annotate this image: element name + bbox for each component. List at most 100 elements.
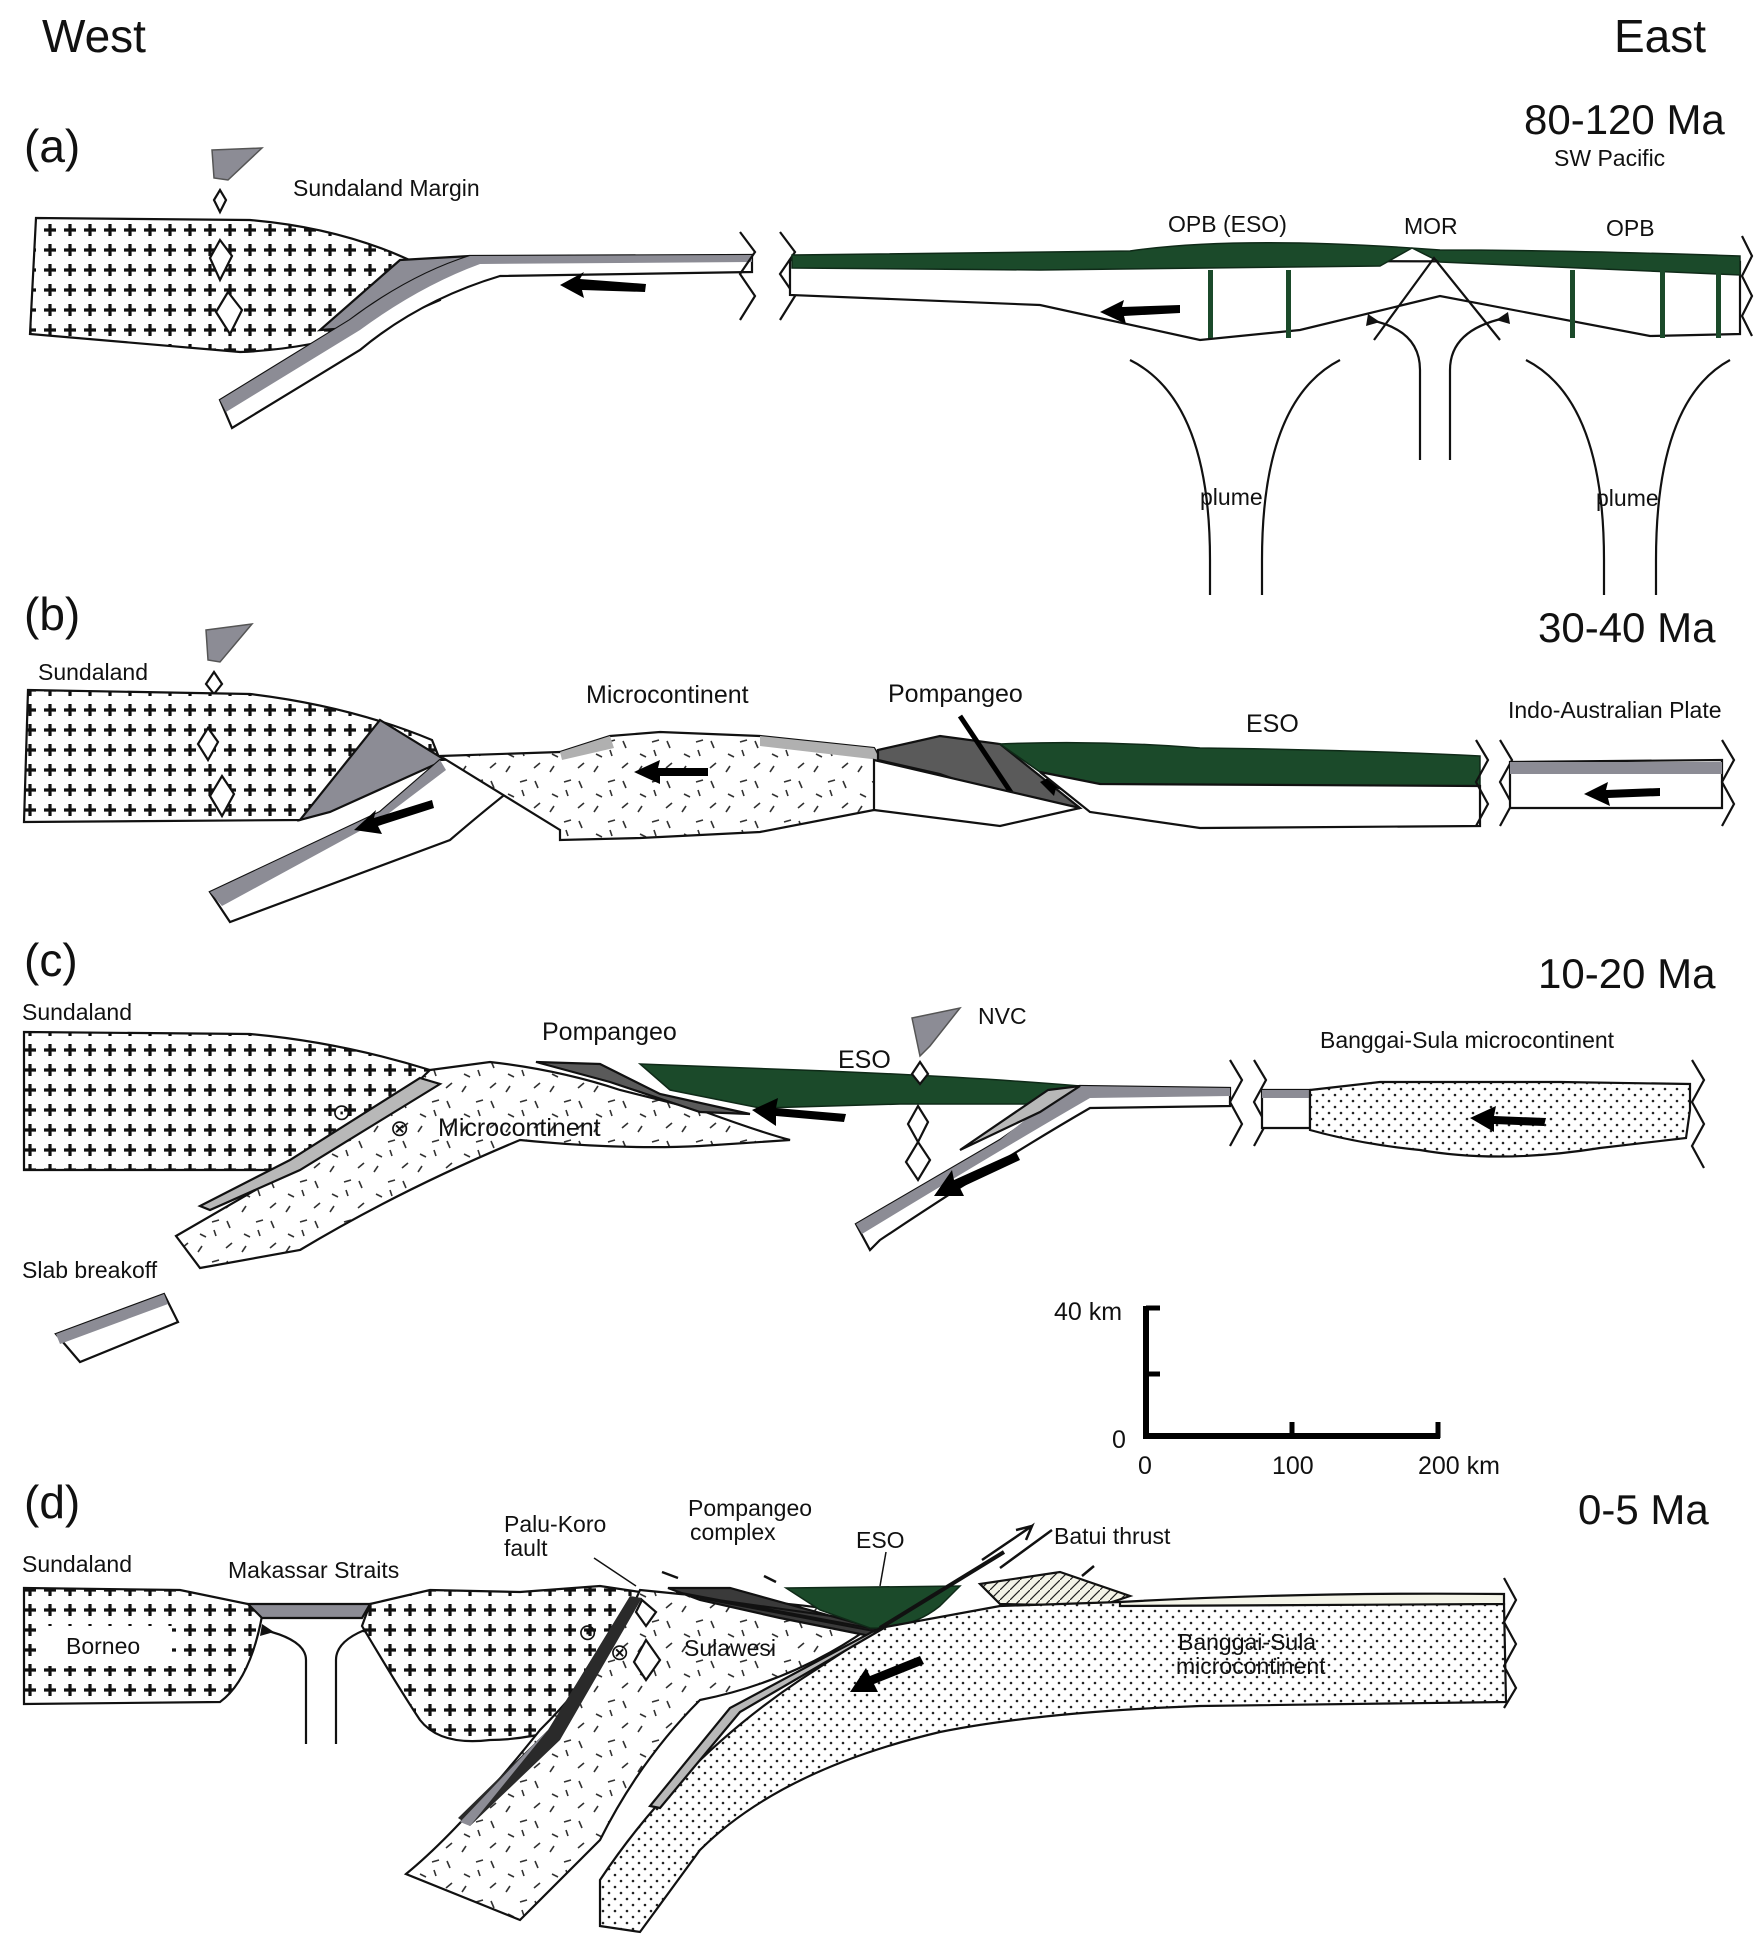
dextral-symbol-icon: ⊗ — [390, 1115, 409, 1141]
batui-thrust-fault — [878, 1550, 1006, 1630]
nvc-label: NVC — [978, 1003, 1027, 1029]
sinistral-symbol-icon: ⊙ — [578, 1619, 597, 1645]
mor-label: MOR — [1404, 213, 1458, 239]
dike — [1660, 270, 1665, 338]
panel-c: (c) 10-20 Ma Sundaland ⊙ ⊗ P — [22, 934, 1716, 1364]
break-symbol-icon — [738, 231, 757, 321]
surface-sediments — [1118, 1592, 1506, 1608]
borneo-label-box — [44, 1626, 172, 1666]
magma-lens-icon — [906, 1103, 930, 1145]
mor-upwelling — [1373, 256, 1501, 341]
banggai-sula-label: microcontinent — [1176, 1653, 1326, 1679]
sulawesi-label: Sulawesi — [684, 1635, 776, 1661]
arrowhead-icon — [1496, 312, 1510, 324]
slab-crust-layer — [210, 760, 446, 906]
sinistral-symbol-icon: ⊙ — [332, 1099, 351, 1125]
scale-hmax-label: 200 km — [1418, 1452, 1500, 1480]
panel-d-age: 0-5 Ma — [1578, 1486, 1709, 1533]
volcano-icon — [211, 147, 264, 181]
slab-crust-layer — [856, 1086, 1230, 1234]
magma-lens-icon — [196, 726, 220, 763]
plume-label: plume — [1200, 484, 1263, 510]
eso-ophiolite — [997, 741, 1481, 787]
plate-motion-arrow-icon — [354, 800, 434, 834]
opb-label: OPB — [1606, 215, 1655, 241]
accretion-wedge — [760, 736, 880, 760]
eso-label: ESO — [856, 1527, 905, 1553]
pompangeo-label: complex — [690, 1519, 776, 1545]
magma-lens-icon — [208, 773, 236, 819]
plate-motion-arrow-icon — [634, 760, 708, 784]
panel-c-age: 10-20 Ma — [1538, 950, 1716, 997]
volcano-conduit-icon — [204, 670, 224, 696]
batui-thrust-arrows-icon — [981, 1522, 1053, 1570]
dike — [1570, 270, 1575, 338]
magma-lens-icon — [208, 237, 234, 283]
accretion-wedge — [297, 718, 448, 822]
makassar-upwelling — [263, 1626, 371, 1744]
panel-d: (d) 0-5 Ma Sundaland Makassar Straits Bo… — [22, 1476, 1709, 1934]
makassar-label: Makassar Straits — [228, 1557, 399, 1583]
plate-motion-arrow-icon — [752, 1098, 846, 1126]
accretion-wedge — [560, 736, 614, 760]
indo-australian-label: Indo-Australian Plate — [1508, 697, 1722, 723]
volcano-icon — [205, 623, 254, 663]
west-label: West — [42, 10, 146, 62]
scale-bar: 40 km 0 0 100 200 km — [1054, 1298, 1500, 1480]
arrowhead-icon — [1366, 314, 1380, 326]
pompangeo-label: Pompangeo — [888, 680, 1023, 708]
panel-b: (b) 30-40 Ma Sundaland Microcon — [22, 588, 1736, 924]
break-symbol-icon — [1502, 1577, 1518, 1709]
opb-eso-label: OPB (ESO) — [1168, 211, 1287, 237]
dextral-symbol-icon: ⊗ — [610, 1639, 629, 1665]
volcano-icon — [911, 1006, 962, 1058]
accretion-wedge — [197, 1076, 443, 1212]
dike — [1286, 270, 1291, 338]
panel-b-age: 30-40 Ma — [1538, 604, 1716, 651]
ophiolite-layer — [791, 242, 1741, 276]
break-symbol-icon — [778, 231, 797, 321]
borneo-label: Borneo — [66, 1633, 140, 1659]
upwelling-arrow-icon — [1369, 316, 1506, 460]
accretion-wedge — [959, 1084, 1081, 1151]
magma-lens-icon — [214, 290, 244, 337]
break-symbol-icon — [1740, 235, 1754, 337]
dike — [1716, 270, 1721, 338]
plate-motion-arrow-icon — [1470, 1106, 1546, 1132]
plate-motion-arrow-icon — [850, 1656, 924, 1692]
palu-koro-leader — [593, 1557, 637, 1587]
eso-label: ESO — [1246, 710, 1299, 738]
pompangeo-label: Pompangeo — [542, 1018, 677, 1046]
break-symbol-icon — [1498, 739, 1514, 827]
break-symbol-icon — [1474, 739, 1490, 827]
scale-hmid-label: 100 — [1272, 1452, 1314, 1480]
panel-a-subtitle: SW Pacific — [1554, 145, 1665, 171]
panel-a: (a) 80-120 Ma SW Pacific Sundaland Margi… — [24, 96, 1754, 595]
break-symbol-icon — [1252, 1059, 1268, 1147]
magma-lens-icon — [632, 1637, 662, 1682]
eso-label: ESO — [838, 1046, 891, 1074]
pompangeo-wedge — [535, 1060, 751, 1116]
slab-crust-layer — [56, 1294, 168, 1344]
plume-right — [1525, 359, 1731, 595]
slab-crust-layer — [1262, 1090, 1310, 1098]
batui-label: Batui thrust — [1054, 1523, 1171, 1549]
plume-left — [1129, 359, 1341, 595]
east-label: East — [1614, 10, 1706, 62]
oceanic-plate-east — [788, 258, 1742, 342]
panel-d-letter: (d) — [24, 1476, 80, 1528]
panel-c-letter: (c) — [24, 934, 78, 986]
scale-tick — [1146, 1305, 1441, 1438]
thrust-fault — [957, 714, 1015, 796]
palu-koro-fault-zone — [458, 1596, 642, 1826]
magma-lens-icon — [634, 1598, 658, 1628]
scale-vzero-label: 0 — [1112, 1426, 1126, 1454]
break-symbol-icon — [1690, 1059, 1706, 1169]
dike — [1208, 270, 1213, 338]
slab-crust-layer — [1510, 762, 1722, 774]
lower-plate — [872, 758, 1081, 828]
microcontinent-label: Microcontinent — [438, 1114, 601, 1142]
break-symbol-icon — [1720, 739, 1736, 827]
hatched-sediments — [977, 1570, 1134, 1608]
accretion-wedge — [460, 1730, 548, 1826]
